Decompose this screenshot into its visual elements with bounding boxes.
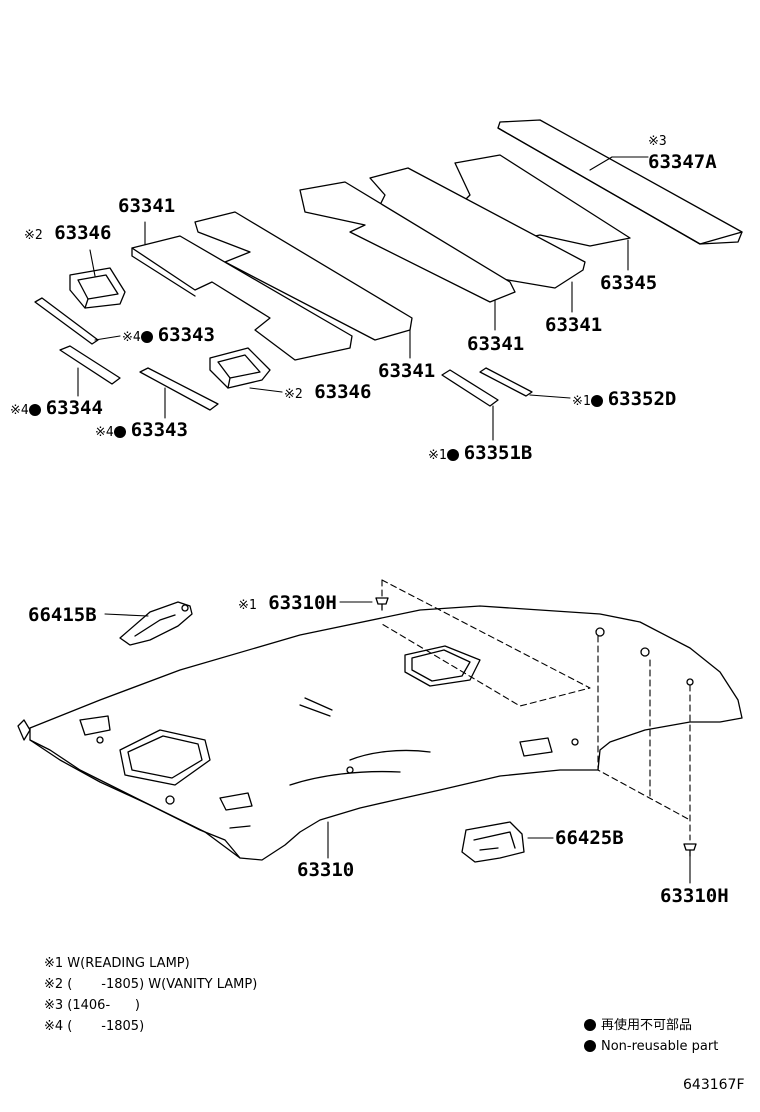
label-63341-top: 63341 [118,196,175,216]
label-66415B: 66415B [28,605,97,625]
label-63341-right-code: 63341 [545,314,603,336]
legend-jp-text: 再使用不可部品 [601,1018,693,1033]
pad-63347A [497,119,743,245]
label-63343-lower-mark: ※4 [95,425,114,440]
label-63341-mid-right: 63341 [467,334,524,354]
non-reusable-dot-icon [446,449,459,461]
non-reusable-dot-icon [28,404,41,416]
strip-63352D [479,367,533,397]
label-63343-lower: ※4 63343 [95,420,188,443]
strip-63344 [59,345,121,385]
footnote-3: ※3 (1406- ) [44,998,141,1013]
non-reusable-dot-icon [584,1019,596,1031]
footnote-2: ※2 ( -1805) W(VANITY LAMP) [44,977,258,992]
label-63351B: ※1 63351B [428,443,532,466]
label-63352D-code: 63352D [607,388,677,410]
label-63341-mid: 63341 [378,361,435,381]
legend-en: Non-reusable part [584,1039,718,1055]
label-63347A: ※3 63347A [648,132,717,172]
label-63347A-mark: ※3 [648,134,667,149]
footnote-1: ※1 W(READING LAMP) [44,956,190,971]
bracket-66415B [119,601,193,646]
non-reusable-dot-icon [140,331,153,343]
strip-63351B [441,369,499,407]
label-63351B-mark: ※1 [428,448,447,463]
pad-63341-mid [194,211,413,341]
label-63346-a-mark: ※2 [24,228,43,243]
label-63310H-top: ※1 63310H [238,593,337,616]
phantom-lines [381,579,691,841]
figure-code: 643167F [683,1077,745,1093]
legend-jp: 再使用不可部品 [584,1018,692,1034]
pad-63341-left [131,235,353,361]
label-63352D: ※1 63352D [572,389,676,412]
legend-en-text: Non-reusable part [601,1039,719,1054]
label-63310H-top-mark: ※1 [238,598,257,613]
label-63344: ※4 63344 [10,398,103,421]
non-reusable-dot-icon [590,395,603,407]
label-63346-a: ※2 63346 [24,223,111,246]
label-63343-upper-mark: ※4 [122,330,141,345]
clip-63310H-bottom [683,843,697,857]
label-66425B-code: 66425B [555,827,624,849]
label-63310: 63310 [297,860,354,880]
label-63345-code: 63345 [600,272,658,294]
label-63310H-top-code: 63310H [268,592,337,614]
clip-63310H-top [375,597,389,611]
label-63310-code: 63310 [297,859,355,881]
label-63343-upper-code: 63343 [157,324,215,346]
label-63347A-code: 63347A [648,151,717,173]
label-63341-mid-code: 63341 [378,360,436,382]
label-63346-b-mark: ※2 [284,387,303,402]
label-63346-b-code: 63346 [314,381,372,403]
label-63346-a-code: 63346 [54,222,112,244]
label-63341-mid-right-code: 63341 [467,333,525,355]
label-63310H-bottom-code: 63310H [660,885,729,907]
label-63344-mark: ※4 [10,403,29,418]
footnote-4: ※4 ( -1805) [44,1019,145,1034]
leader-lines-upper [77,156,649,441]
label-63345: 63345 [600,273,657,293]
strip-63343-lower [139,367,219,411]
non-reusable-dot-icon [113,426,126,438]
label-63352D-mark: ※1 [572,394,591,409]
label-63343-upper: ※4 63343 [122,325,215,348]
label-63310H-bottom: 63310H [660,886,729,906]
leader-lines-lower [104,601,691,884]
label-63346-b: ※2 63346 [284,382,371,405]
label-66415B-code: 66415B [28,604,97,626]
non-reusable-dot-icon [584,1040,596,1052]
label-63341-right: 63341 [545,315,602,335]
label-66425B: 66425B [555,828,624,848]
box-63346-right [209,347,271,389]
bracket-66425B [461,821,525,863]
label-63343-lower-code: 63343 [130,419,188,441]
label-63344-code: 63344 [45,397,103,419]
label-63351B-code: 63351B [463,442,533,464]
box-63346-left [69,267,126,309]
label-63341-top-code: 63341 [118,195,176,217]
headliner-63310 [17,605,743,861]
pad-63341-mid-right [299,181,516,303]
